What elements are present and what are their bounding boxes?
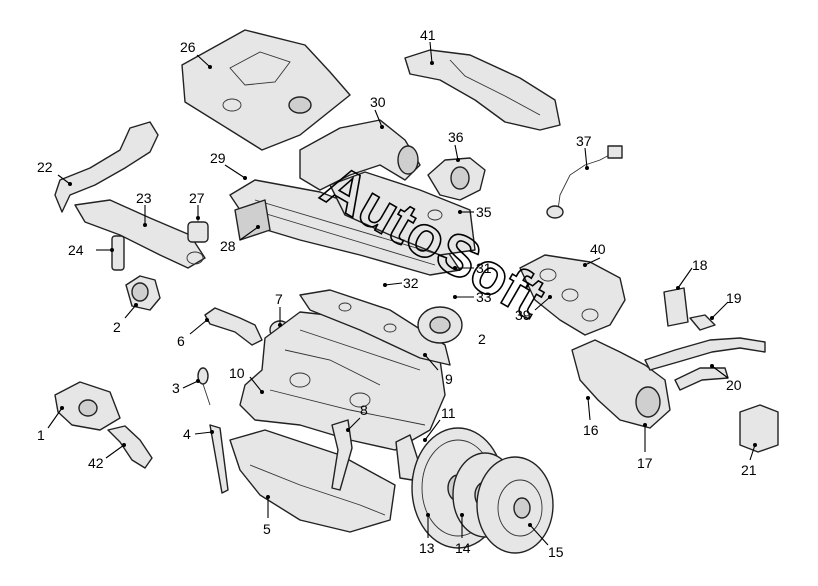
head-gasket-part [299, 289, 451, 366]
callout-14: 14 [455, 540, 471, 556]
callout-11: 11 [441, 405, 456, 421]
callout-20: 20 [726, 377, 742, 393]
intake-manifold-part [229, 179, 461, 276]
fuel-rail-part [74, 199, 206, 269]
callout-36: 36 [448, 129, 464, 145]
callout-18: 18 [692, 257, 708, 273]
secondary-air-pump-part [739, 404, 779, 453]
callout-9: 9 [445, 371, 453, 387]
callout-19: 19 [726, 290, 742, 306]
callout-40: 40 [590, 241, 606, 257]
exhaust-manifold-part [519, 254, 626, 336]
callout-22: 22 [37, 159, 53, 175]
callout-17: 17 [637, 455, 653, 471]
engine-bracket-part [331, 419, 353, 491]
callout-6: 6 [177, 333, 185, 349]
callout-2b: 2 [478, 331, 486, 347]
callout-15: 15 [548, 544, 564, 560]
intake-duct-part [299, 119, 421, 191]
coolant-hose-part [107, 425, 153, 469]
callout-29: 29 [210, 150, 226, 166]
callout-16: 16 [583, 422, 599, 438]
idle-control-valve-part [125, 275, 161, 311]
callout-27: 27 [189, 190, 205, 206]
callout-33: 33 [476, 289, 492, 305]
callout-35: 35 [476, 204, 492, 220]
callout-1: 1 [37, 427, 45, 443]
secondary-air-hose-part [644, 314, 766, 391]
throttle-body-part [427, 157, 486, 201]
water-pump-part [54, 381, 121, 431]
engine-cover-part [181, 29, 351, 151]
callout-23: 23 [136, 190, 152, 206]
callout-7: 7 [275, 291, 283, 307]
valve-cover-part [329, 171, 476, 256]
dipstick-part [197, 367, 211, 406]
callout-39: 39 [515, 307, 531, 323]
egr-valve-part [571, 339, 671, 429]
coolant-pipe-part [204, 307, 263, 346]
callout-13: 13 [419, 540, 435, 556]
leader-lines [47, 41, 757, 546]
camshaft-pulley-part [417, 306, 463, 344]
callout-28: 28 [220, 238, 236, 254]
air-valve-part [663, 287, 689, 327]
callout-labels: 26 41 30 36 37 29 22 23 27 28 35 31 32 3… [37, 27, 757, 560]
callout-42: 42 [88, 455, 104, 471]
callout-5: 5 [263, 521, 271, 537]
oxygen-sensor-part [546, 145, 623, 219]
callout-4: 4 [183, 426, 191, 442]
callout-26: 26 [180, 39, 196, 55]
timing-belt-cover-part [404, 49, 561, 131]
callout-24: 24 [68, 242, 84, 258]
callout-37: 37 [576, 133, 592, 149]
callout-21: 21 [741, 462, 757, 478]
callout-31: 31 [476, 260, 492, 276]
callout-8: 8 [360, 402, 368, 418]
callout-2a: 2 [113, 319, 121, 335]
callout-32: 32 [403, 275, 419, 291]
callout-3: 3 [172, 380, 180, 396]
callout-41: 41 [420, 27, 436, 43]
dipstick-tube-part [209, 424, 229, 494]
oil-pan-part [229, 429, 396, 533]
callout-10: 10 [229, 365, 245, 381]
breather-hose-part [54, 121, 159, 213]
callout-30: 30 [370, 94, 386, 110]
injector-part [111, 235, 125, 271]
